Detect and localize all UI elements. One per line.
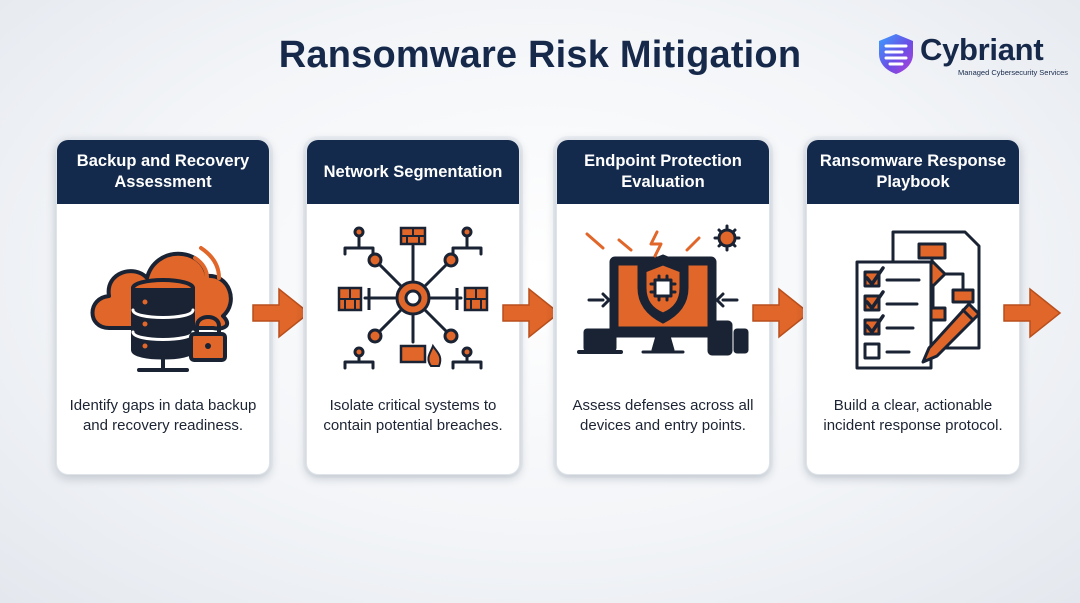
endpoint-shield-icon <box>577 224 749 356</box>
step-title: Ransomware Response Playbook <box>807 140 1019 204</box>
arrow-right-icon <box>1003 287 1062 339</box>
brand-tagline: Managed Cybersecurity Services <box>958 68 1069 77</box>
brand-logo: Cybriant Managed Cybersecurity Services <box>876 30 1069 80</box>
step-card-endpoint: Endpoint Protection Evaluation Assess de… <box>556 139 770 475</box>
step-card-playbook: Ransomware Response Playbook Build a cle… <box>806 139 1020 475</box>
page-title: Ransomware Risk Mitigation <box>278 34 802 76</box>
step-card-backup: Backup and Recovery Assessment Identify … <box>56 139 270 475</box>
step-description: Build a clear, actionable incident respo… <box>823 397 1003 434</box>
step-description: Assess defenses across all devices and e… <box>572 397 754 434</box>
playbook-checklist-icon <box>855 230 981 370</box>
arrow-right-icon <box>752 287 811 339</box>
network-segmentation-icon <box>337 226 489 370</box>
brand-name: Cybriant <box>920 32 1044 67</box>
cloud-database-lock-icon <box>90 246 233 372</box>
step-description: Identify gaps in data backup and recover… <box>69 397 257 434</box>
cybriant-shield-icon <box>879 34 913 74</box>
step-title: Backup and Recovery Assessment <box>57 140 269 204</box>
step-card-network: Network Segmentation <box>306 139 520 475</box>
arrow-right-icon <box>502 287 561 339</box>
step-title: Endpoint Protection Evaluation <box>557 140 769 204</box>
arrow-right-icon <box>252 287 311 339</box>
step-description: Isolate critical systems to contain pote… <box>323 397 503 434</box>
step-title: Network Segmentation <box>307 140 519 204</box>
